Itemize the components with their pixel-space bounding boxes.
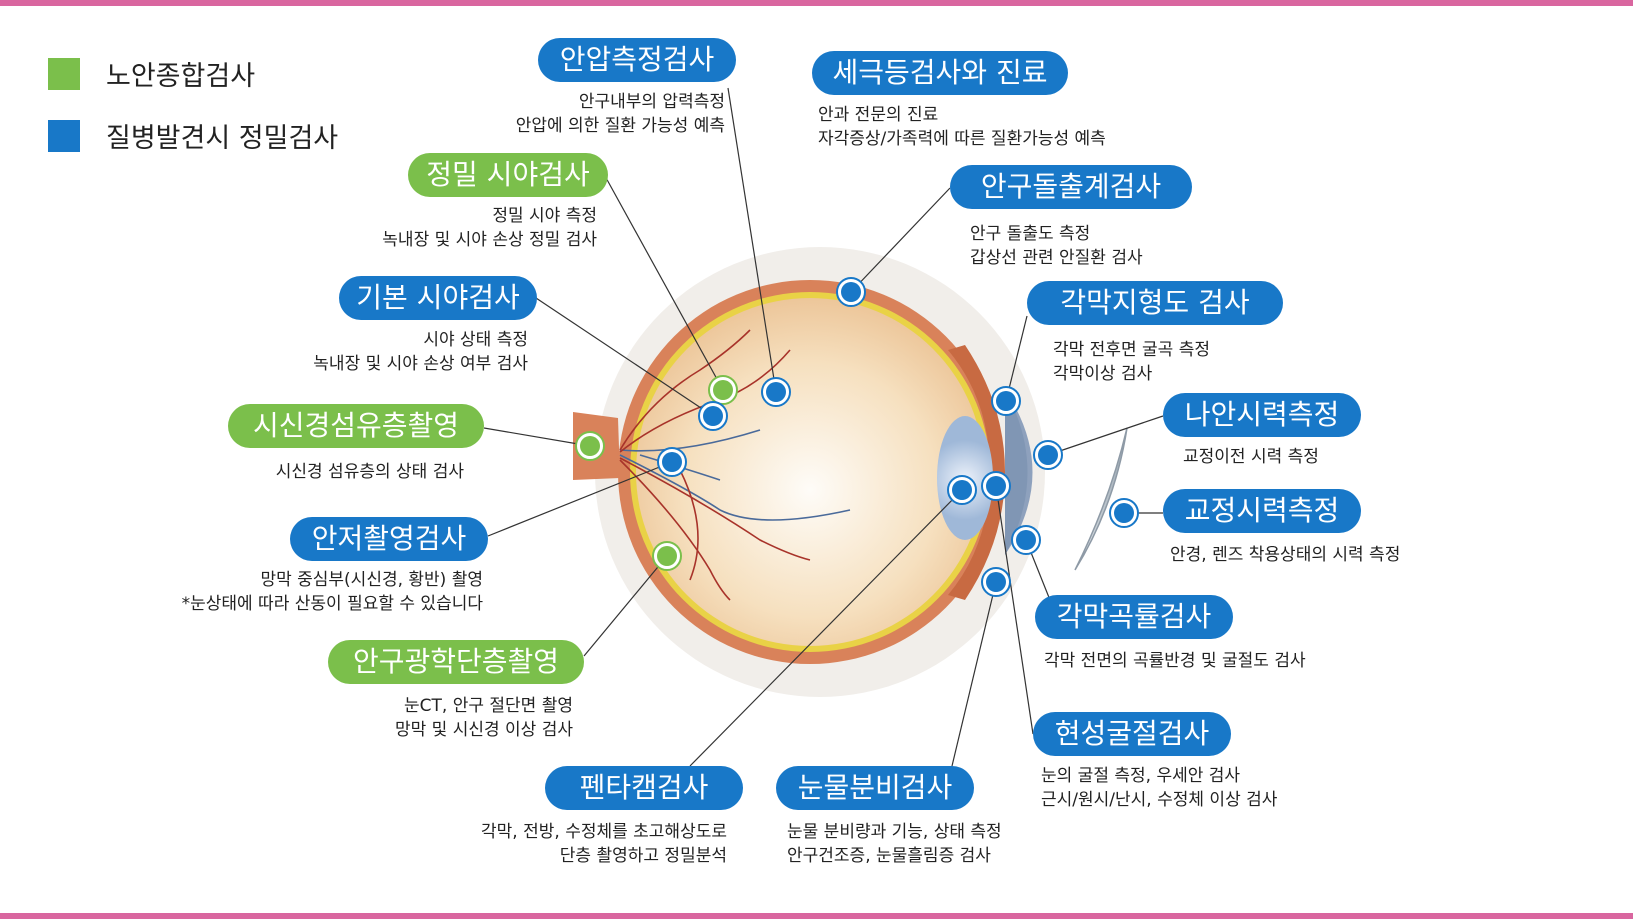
pill-oct: 안구광학단층촬영 (328, 640, 584, 684)
exam-markers (575, 277, 1139, 597)
desc-refraction: 눈의 굴절 측정, 우세안 검사 근시/원시/난시, 수정체 이상 검사 (1041, 766, 1278, 810)
desc-rnfl: 시신경 섬유층의 상태 검사 (275, 462, 464, 482)
ciliary-body (948, 345, 1005, 600)
leader-precise-field (604, 175, 724, 391)
marker-precise-field (708, 375, 738, 405)
leader-lines (483, 87, 1164, 767)
legend-swatch-blue (48, 119, 80, 152)
desc-basic-field: 시야 상태 측정 녹내장 및 시야 손상 여부 검사 (313, 330, 528, 374)
bottom-border (0, 913, 1633, 919)
pill-pentacam: 펜타캠검사 (545, 766, 743, 810)
marker-exophthalmometry (836, 277, 866, 307)
legend-swatch-green (48, 57, 80, 90)
leader-fundus (487, 461, 673, 537)
pill-refraction: 현성굴절검사 (1033, 712, 1231, 756)
desc-slitlamp: 안과 전문의 진료 자각증상/가족력에 따른 질환가능성 예측 (818, 105, 1106, 149)
desc-fundus: 망막 중심부(시신경, 황반) 촬영 *눈상태에 따라 산동이 필요할 수 있습… (181, 570, 483, 614)
desc-keratometry: 각막 전면의 곡률반경 및 굴절도 검사 (1044, 651, 1306, 671)
pill-topography: 각막지형도 검사 (1027, 281, 1283, 325)
leader-basic-field (535, 297, 714, 417)
pill-exophthalmometry: 안구돌출계검사 (950, 165, 1192, 209)
desc-exophthalmometry: 안구 돌출도 측정 갑상선 관련 안질환 검사 (970, 224, 1143, 268)
desc-pentacam: 각막, 전방, 수정체를 초고해상도로 단층 촬영하고 정밀분석 (481, 822, 727, 866)
pill-basic-field: 기본 시야검사 (339, 276, 537, 320)
leader-oct (583, 555, 668, 657)
leader-pentacam (689, 489, 963, 767)
pill-slitlamp: 세극등검사와 진료 (812, 51, 1068, 95)
contact-lens (1074, 427, 1128, 571)
marker-fundus (657, 447, 687, 477)
legend-item-precise: 질병발견시 정밀검사 (48, 116, 338, 155)
marker-corrected (1109, 498, 1139, 528)
legend-label: 질병발견시 정밀검사 (106, 123, 339, 154)
leader-iop (727, 87, 777, 393)
pill-iop: 안압측정검사 (538, 38, 736, 82)
marker-rnfl (575, 431, 605, 461)
desc-uncorrected: 교정이전 시력 측정 (1183, 447, 1319, 467)
leader-tear (951, 581, 997, 767)
legend-label: 노안종합검사 (106, 61, 256, 92)
marker-iop (761, 377, 791, 407)
pill-tear: 눈물분비검사 (776, 766, 974, 810)
legend-item-general: 노안종합검사 (48, 54, 255, 93)
desc-corrected: 안경, 렌즈 착용상태의 시력 측정 (1170, 545, 1401, 565)
marker-pentacam (947, 475, 977, 505)
marker-keratometry (1011, 525, 1041, 555)
leader-rnfl (483, 427, 591, 447)
marker-tear (981, 567, 1011, 597)
blood-vessels (619, 329, 851, 601)
marker-oct (652, 541, 682, 571)
pill-uncorrected: 나안시력측정 (1163, 393, 1361, 437)
desc-oct: 눈CT, 안구 절단면 촬영 망막 및 시신경 이상 검사 (394, 696, 573, 740)
desc-tear: 눈물 분비량과 기능, 상태 측정 안구건조증, 눈물흘림증 검사 (787, 822, 1002, 866)
top-border (0, 0, 1633, 6)
pill-keratometry: 각막곡률검사 (1035, 595, 1233, 639)
pill-precise-field: 정밀 시야검사 (408, 153, 608, 197)
marker-uncorrected (1033, 440, 1063, 470)
leader-exophthalmometry (850, 187, 951, 293)
desc-topography: 각막 전후면 굴곡 측정 각막이상 검사 (1053, 340, 1210, 384)
pill-corrected: 교정시력측정 (1163, 489, 1361, 533)
desc-precise-field: 정밀 시야 측정 녹내장 및 시야 손상 정밀 검사 (382, 206, 597, 250)
marker-basic-field (698, 401, 728, 431)
pill-rnfl: 시신경섬유층촬영 (228, 404, 484, 448)
leader-refraction (995, 485, 1034, 735)
pill-fundus: 안저촬영검사 (290, 517, 488, 561)
desc-iop: 안구내부의 압력측정 안압에 의한 질환 가능성 예측 (515, 92, 725, 136)
marker-refraction (981, 471, 1011, 501)
marker-topography (991, 386, 1021, 416)
leader-uncorrected (1047, 415, 1164, 456)
